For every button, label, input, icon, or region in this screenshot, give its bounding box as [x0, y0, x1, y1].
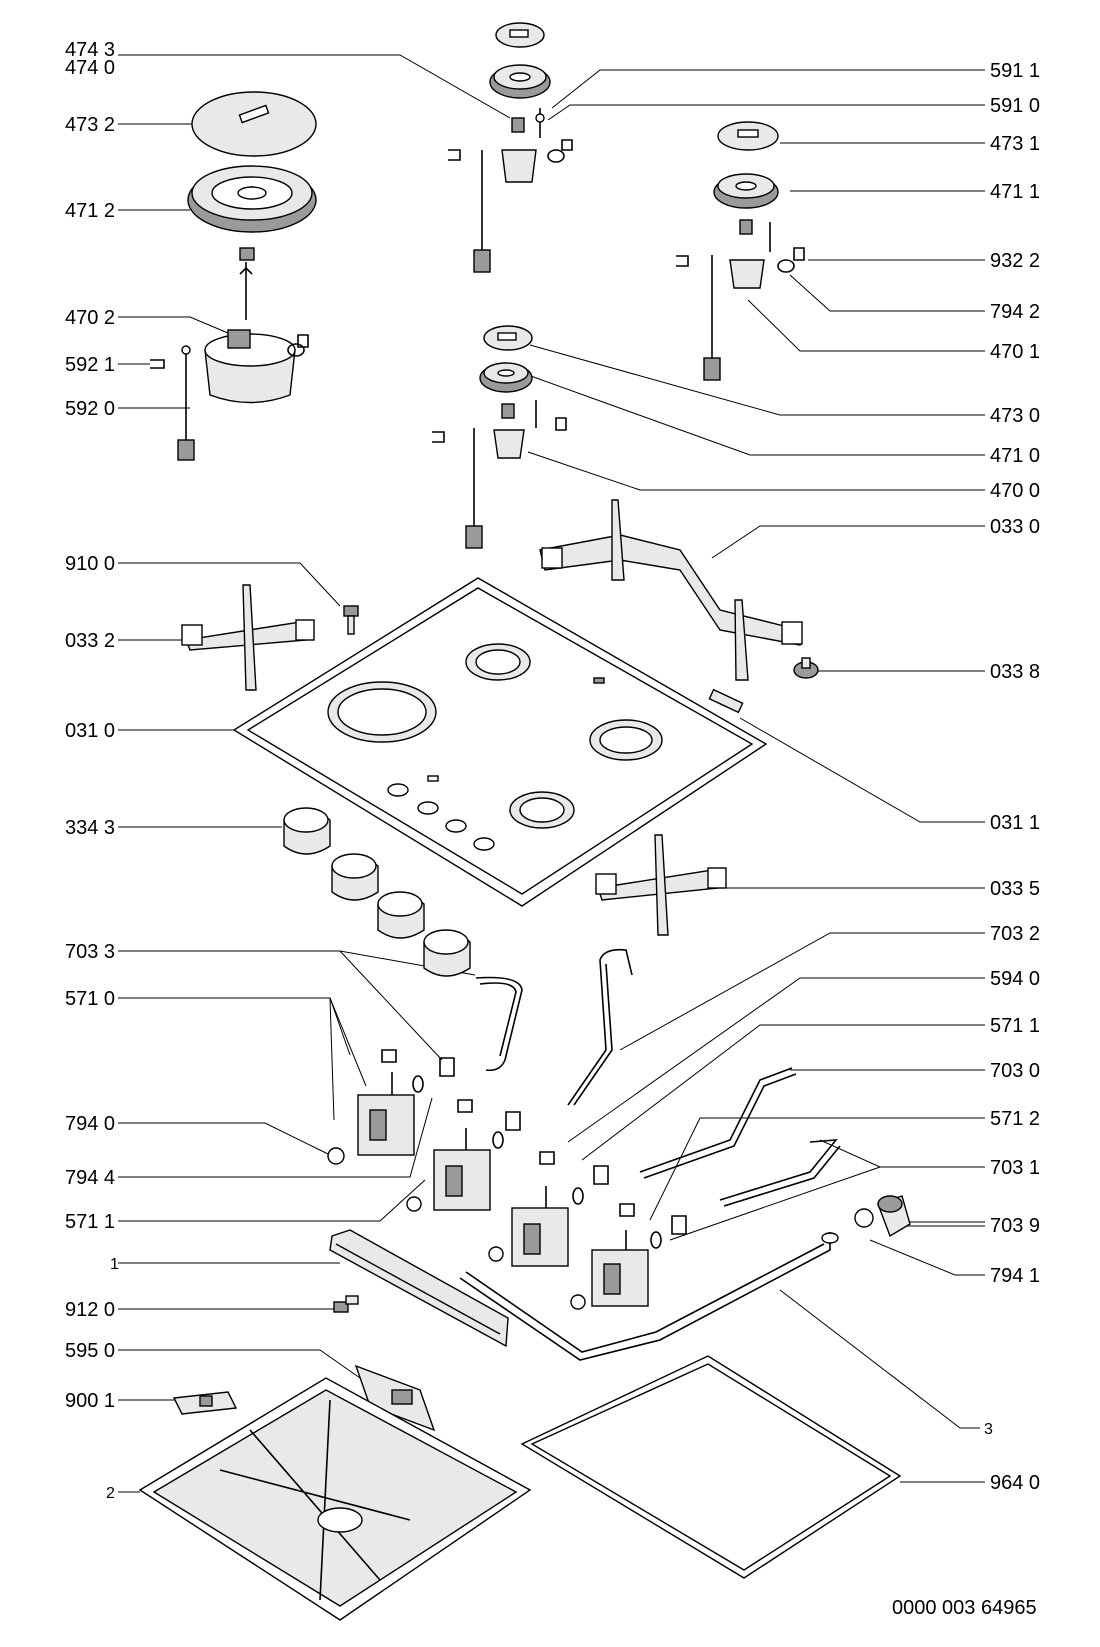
small-burner-body-middle [432, 400, 567, 549]
label-471-2: 471 2 [65, 200, 115, 222]
label-571-2: 571 2 [990, 1108, 1040, 1130]
label-3: 3 [984, 1421, 993, 1438]
ignition-block [354, 1364, 436, 1432]
small-burner-body-top [448, 108, 573, 273]
medium-burner-body-right [676, 219, 805, 381]
large-burner-cap [191, 91, 317, 157]
small-burner-cap-top [495, 22, 545, 48]
small-burner-cap-middle [483, 325, 533, 351]
label-473-0: 473 0 [990, 405, 1040, 427]
label-474-3: 474 3 [65, 39, 115, 61]
gas-pipes [475, 948, 841, 1207]
label-571-1-right: 571 1 [990, 1015, 1040, 1037]
rubber-foot-033-8 [793, 657, 819, 679]
label-571-0: 571 0 [65, 988, 115, 1010]
label-031-1: 031 1 [990, 812, 1040, 834]
label-473-2: 473 2 [65, 114, 115, 136]
label-594-0: 594 0 [990, 968, 1040, 990]
gas-valve-1 [357, 1049, 455, 1156]
gas-valve-3 [511, 1151, 609, 1267]
large-burner-thermocouple [150, 345, 195, 461]
label-794-0: 794 0 [65, 1113, 115, 1135]
gas-valve-2 [433, 1099, 521, 1211]
drawing-number: 0000 003 64965 [892, 1597, 1037, 1619]
bottom-tray [138, 1377, 532, 1621]
label-794-1: 794 1 [990, 1265, 1040, 1287]
label-703-0: 703 0 [990, 1060, 1040, 1082]
label-591-0: 591 0 [990, 95, 1040, 117]
label-470-1: 470 1 [990, 341, 1040, 363]
label-033-8: 033 8 [990, 661, 1040, 683]
main-gas-pipe [459, 1232, 839, 1361]
label-592-1: 592 1 [65, 354, 115, 376]
sealing-rings [327, 1147, 874, 1310]
label-1: 1 [110, 1256, 119, 1273]
label-471-0: 471 0 [990, 445, 1040, 467]
medium-burner-crown-right [713, 173, 779, 209]
ignition-bar [329, 1229, 509, 1348]
label-592-0: 592 0 [65, 398, 115, 420]
trim-031-1 [708, 688, 744, 714]
label-471-1: 471 1 [990, 181, 1040, 203]
pan-support-right-large [539, 499, 803, 681]
large-burner-crown [187, 165, 317, 233]
label-591-1: 591 1 [990, 60, 1040, 82]
label-932-2: 932 2 [990, 250, 1040, 272]
leader-lines [118, 54, 985, 1493]
label-794-2: 794 2 [990, 301, 1040, 323]
label-703-1: 703 1 [990, 1157, 1040, 1179]
elbow-connector [877, 1195, 911, 1238]
label-703-3: 703 3 [65, 941, 115, 963]
pan-support-left [181, 584, 315, 691]
small-burner-crown-middle [479, 362, 533, 393]
label-474-0: 474 0 [65, 57, 115, 79]
hob-top-plate [232, 577, 768, 907]
pan-support-bottom-right [595, 834, 727, 936]
control-knobs [283, 807, 471, 977]
small-burner-crown-top [489, 64, 551, 99]
label-571-1-left: 571 1 [65, 1211, 115, 1233]
screw-910 [343, 605, 359, 635]
large-burner-body [204, 329, 309, 404]
large-burner-injector [239, 247, 255, 320]
clamp-900-1 [172, 1391, 238, 1415]
label-470-2: 470 2 [65, 307, 115, 329]
label-033-5: 033 5 [990, 878, 1040, 900]
label-033-2: 033 2 [65, 630, 115, 652]
label-334-3: 334 3 [65, 817, 115, 839]
medium-burner-cap-right [717, 121, 779, 151]
label-912-0: 912 0 [65, 1299, 115, 1321]
label-910-0: 910 0 [65, 553, 115, 575]
label-031-0: 031 0 [65, 720, 115, 742]
label-2: 2 [106, 1485, 115, 1502]
label-473-1: 473 1 [990, 133, 1040, 155]
label-470-0: 470 0 [990, 480, 1040, 502]
label-595-0: 595 0 [65, 1340, 115, 1362]
label-033-0: 033 0 [990, 516, 1040, 538]
label-703-2: 703 2 [990, 923, 1040, 945]
part-labels: 474 3 474 0 473 2 471 2 470 2 592 1 592 … [65, 39, 1040, 1619]
screw-912 [333, 1295, 359, 1313]
gas-valves [357, 1049, 687, 1307]
seal-frame [520, 1355, 902, 1579]
label-964-0: 964 0 [990, 1472, 1040, 1494]
label-703-9: 703 9 [990, 1215, 1040, 1237]
label-900-1: 900 1 [65, 1390, 115, 1412]
label-794-4: 794 4 [65, 1167, 115, 1189]
gas-valve-4 [591, 1203, 687, 1307]
